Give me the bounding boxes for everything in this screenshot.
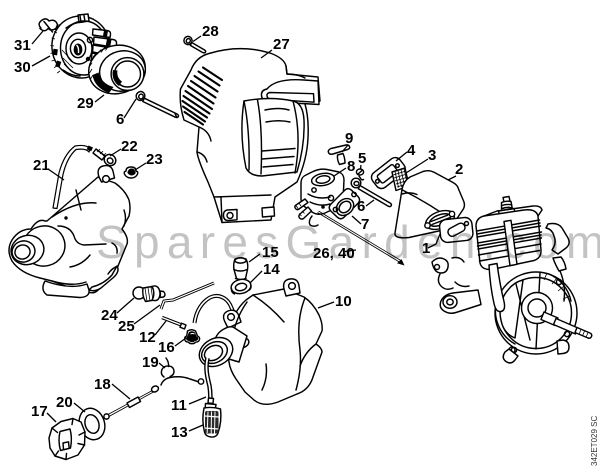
svg-text:15: 15 [262, 244, 279, 261]
svg-text:18: 18 [94, 376, 111, 393]
svg-text:19: 19 [142, 354, 159, 371]
svg-text:31: 31 [14, 37, 31, 54]
svg-text:2: 2 [455, 161, 463, 178]
svg-text:9: 9 [345, 130, 353, 147]
svg-text:14: 14 [263, 261, 280, 278]
svg-text:29: 29 [77, 95, 94, 112]
svg-text:27: 27 [273, 36, 290, 53]
svg-text:SparesGarden.com: SparesGarden.com [96, 216, 600, 268]
svg-text:3: 3 [428, 147, 436, 164]
svg-text:22: 22 [121, 138, 138, 155]
svg-text:21: 21 [33, 157, 50, 174]
svg-text:26, 40: 26, 40 [313, 245, 355, 262]
svg-text:7: 7 [361, 216, 369, 233]
svg-text:5: 5 [358, 150, 366, 167]
svg-text:24: 24 [101, 307, 118, 324]
svg-text:16: 16 [158, 339, 175, 356]
svg-text:342ET029 SC: 342ET029 SC [590, 416, 599, 466]
svg-text:4: 4 [407, 142, 416, 159]
svg-text:1: 1 [422, 240, 430, 257]
svg-text:6: 6 [116, 111, 124, 128]
svg-text:30: 30 [14, 59, 31, 76]
svg-text:20: 20 [56, 394, 73, 411]
svg-text:6: 6 [357, 198, 365, 215]
svg-text:13: 13 [171, 424, 188, 441]
svg-text:10: 10 [335, 293, 352, 310]
svg-text:12: 12 [139, 329, 156, 346]
svg-text:28: 28 [202, 23, 219, 40]
svg-text:23: 23 [146, 151, 163, 168]
svg-text:25: 25 [118, 318, 135, 335]
svg-text:17: 17 [31, 403, 48, 420]
svg-text:8: 8 [347, 158, 355, 175]
svg-text:11: 11 [171, 397, 187, 414]
